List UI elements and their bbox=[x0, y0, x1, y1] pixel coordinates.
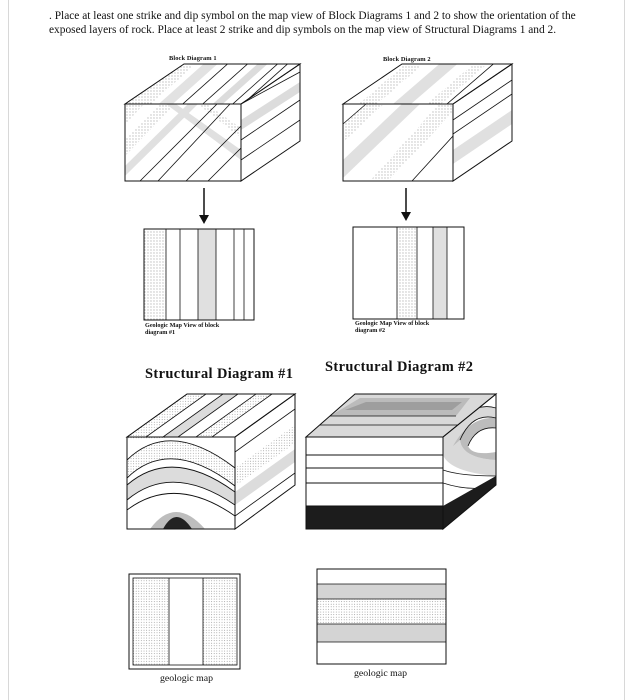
block-2-map-caption-line1: Geologic Map View of block bbox=[355, 320, 429, 327]
structural-diagram-1 bbox=[120, 390, 300, 532]
block-1-map-caption-line1: Geologic Map View of block bbox=[145, 322, 219, 329]
block-1-map-caption-line2: diagram #1 bbox=[145, 329, 219, 336]
structural-1-geologic-map bbox=[129, 574, 240, 669]
arrow-down-1-icon bbox=[199, 188, 209, 224]
arrow-down-2-icon bbox=[401, 188, 411, 221]
block-1-front-face bbox=[125, 104, 241, 181]
block-1-map-view bbox=[144, 229, 254, 320]
block-2-map-caption-line2: diagram #2 bbox=[355, 327, 429, 334]
structural-1-front-face bbox=[127, 437, 235, 529]
structural-diagram-2-title: Structural Diagram #2 bbox=[325, 359, 473, 376]
block-2-map-caption: Geologic Map View of block diagram #2 bbox=[355, 320, 429, 334]
block-2-front-face bbox=[343, 104, 453, 181]
structural-1-map-label: geologic map bbox=[160, 673, 213, 684]
structural-2-front-face bbox=[306, 437, 443, 529]
structural-2-map-label: geologic map bbox=[354, 668, 407, 679]
block-diagram-1-title: Block Diagram 1 bbox=[169, 55, 217, 62]
structural-diagram-1-title: Structural Diagram #1 bbox=[145, 366, 293, 383]
block-1-map-caption: Geologic Map View of block diagram #1 bbox=[145, 322, 219, 336]
block-diagram-2-title: Block Diagram 2 bbox=[383, 56, 431, 63]
block-diagram-2 bbox=[340, 60, 520, 185]
block-2-map-view bbox=[353, 227, 464, 319]
structural-diagram-2 bbox=[300, 390, 500, 532]
block-diagram-1 bbox=[120, 60, 310, 185]
structural-2-geologic-map bbox=[317, 569, 446, 664]
